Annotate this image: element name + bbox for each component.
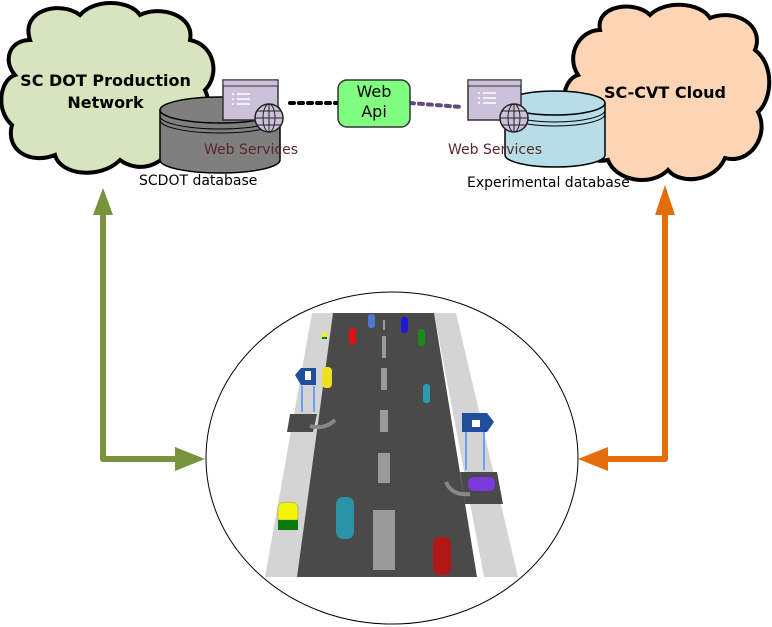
car-yellow [322,367,332,388]
left-turn-arrow [309,418,337,430]
right-shoulder [434,313,518,577]
sc-dot-cloud-title-line1: SC DOT Production [20,71,191,90]
right-api-connector [408,101,464,109]
sc-dot-cloud-title-line2: Network [67,93,144,112]
road-scene [265,313,518,577]
web-api-label: Web Api [338,82,410,122]
experimental-database-icon [504,90,606,168]
coffee-sign [462,413,494,470]
car-teal-small [423,384,430,403]
globe-icon [499,103,529,133]
car-blue [401,317,408,333]
car-blue-light [368,314,375,328]
car-purple [468,477,495,491]
right-connection-arrow [578,185,675,471]
left-exit-ramp [287,414,317,432]
experimental-database-label: Experimental database [467,175,630,191]
sc-dot-cloud-title: SC DOT Production Network [18,70,193,114]
web-api-label-line2: Api [361,102,387,121]
sc-cvt-cloud-title: SC-CVT Cloud [604,83,726,102]
globe-icon [254,103,284,133]
web-api-box [337,79,411,128]
left-web-services-label: Web Services [204,142,299,158]
car-red [349,328,356,345]
gas-station-sign [295,368,316,412]
car-green [418,329,425,346]
milestone-marker [277,501,299,530]
lane-markings [373,320,395,570]
small-milestone [322,333,327,339]
car-teal [336,497,354,539]
web-api-label-line1: Web [356,82,392,101]
right-web-services-label: Web Services [448,142,543,158]
right-turn-arrow [444,481,471,497]
left-connection-arrow [93,188,205,471]
car-dark-red [433,537,451,575]
scdot-database-label: SCDOT database [139,173,258,189]
